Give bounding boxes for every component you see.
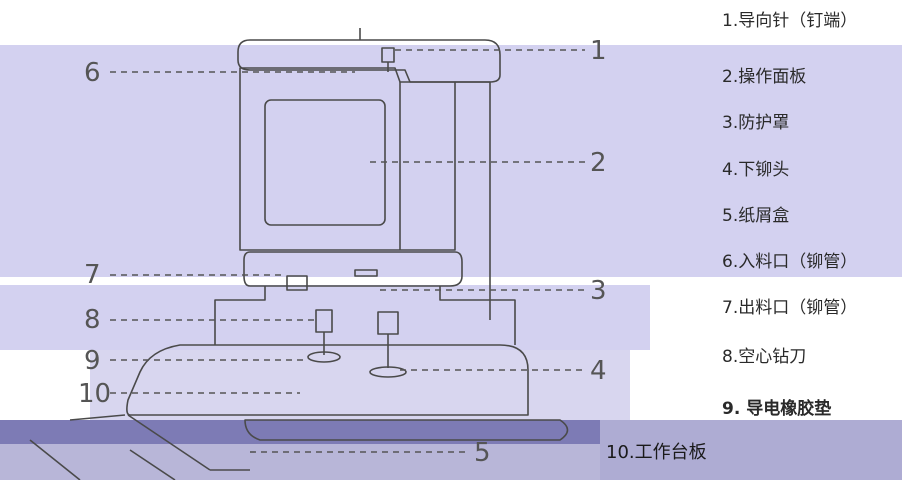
operation-panel — [264, 99, 386, 226]
legend-item-4: 4.下铆头 — [722, 160, 790, 180]
callout-7: 7 — [84, 260, 101, 290]
legend-item-1: 1.导向针（钉端） — [722, 11, 858, 31]
callout-6: 6 — [84, 58, 101, 88]
legend-item-2: 2.操作面板 — [722, 67, 807, 87]
top-cover-outline — [237, 39, 501, 83]
legend-item-3: 3.防护罩 — [722, 113, 790, 133]
background-band-base — [0, 444, 600, 480]
callout-8: 8 — [84, 305, 101, 335]
background-band-upper — [0, 45, 902, 277]
column — [214, 286, 516, 345]
callout-2: 2 — [590, 148, 607, 178]
rubber-pad — [307, 351, 341, 363]
main-body-outline — [239, 67, 456, 251]
base-stand — [69, 414, 569, 471]
legend-panel-bottom — [600, 420, 902, 480]
worktable — [126, 344, 529, 416]
guide-needle — [381, 47, 395, 63]
callout-3: 3 — [590, 276, 607, 306]
legend-item-10: 10.工作台板 — [606, 442, 707, 463]
callout-5: 5 — [474, 438, 491, 468]
background-band-middle — [0, 285, 650, 350]
hollow-drill-head — [315, 309, 333, 333]
legend-item-7: 7.出料口（铆管） — [722, 298, 858, 318]
callout-10: 10 — [78, 379, 112, 409]
lower-rivet-head — [377, 311, 399, 335]
legend-item-6: 6.入料口（铆管） — [722, 252, 858, 272]
background-band-lower — [90, 350, 630, 420]
outlet-port-box — [286, 275, 308, 291]
callout-4: 4 — [590, 356, 607, 386]
callout-1: 1 — [590, 36, 607, 66]
protective-cover — [243, 251, 463, 287]
legend-item-9: 9. 导电橡胶垫 — [722, 399, 832, 419]
callout-9: 9 — [84, 346, 101, 376]
legend-item-8: 8.空心钻刀 — [722, 347, 807, 367]
legend-item-5: 5.纸屑盒 — [722, 206, 790, 226]
